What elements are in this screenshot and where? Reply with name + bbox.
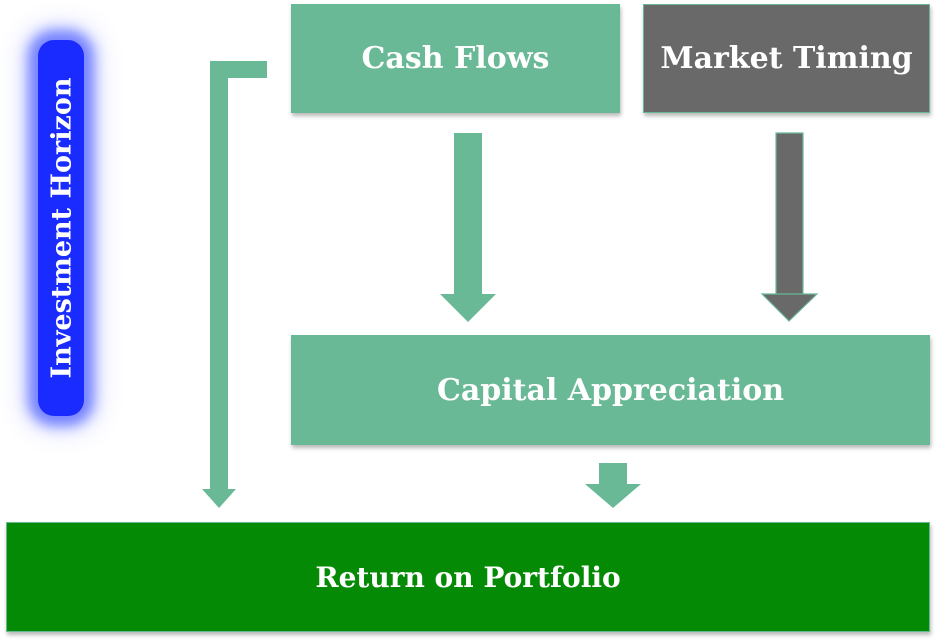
arrow-head [760, 293, 819, 322]
elbow-vertical-bar [210, 61, 228, 489]
return-on-portfolio-box: Return on Portfolio [6, 522, 930, 632]
cash-flows-label: Cash Flows [361, 41, 550, 76]
cash-flows-box: Cash Flows [291, 4, 620, 113]
capital-appreciation-label: Capital Appreciation [436, 372, 785, 408]
arrow-head [585, 484, 641, 508]
investment-horizon-box [38, 40, 84, 416]
arrow-shaft [599, 463, 627, 485]
return-on-portfolio-label: Return on Portfolio [315, 560, 621, 594]
elbow-arrow-cashflows-to-return [202, 61, 267, 508]
arrow-markettiming-to-capital [760, 132, 819, 322]
arrow-cashflows-to-capital [440, 133, 496, 322]
capital-appreciation-box: Capital Appreciation [291, 335, 930, 445]
arrow-shaft [454, 133, 482, 295]
arrow-head [440, 294, 496, 322]
arrow-shaft [775, 132, 804, 296]
arrow-capital-to-return [585, 463, 641, 508]
market-timing-label: Market Timing [660, 41, 913, 76]
market-timing-box: Market Timing [643, 4, 930, 113]
elbow-arrow-head [202, 489, 236, 508]
